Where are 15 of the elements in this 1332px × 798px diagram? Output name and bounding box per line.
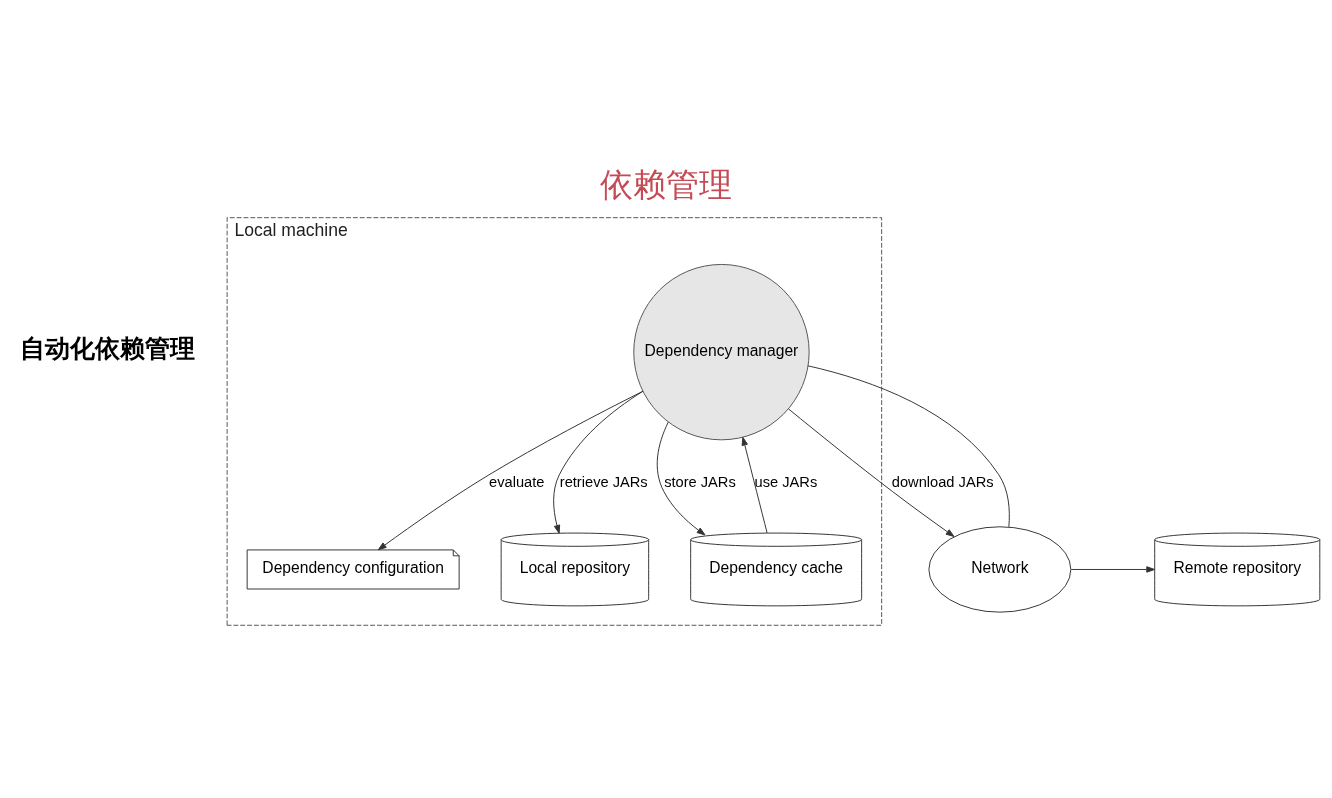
arrow <box>553 390 644 534</box>
arrow <box>377 390 644 550</box>
edge-label: download JARs <box>891 473 994 490</box>
arrow <box>741 436 768 533</box>
edge-label: retrieve JARs <box>559 473 648 490</box>
arrow <box>1070 565 1156 573</box>
diagram-title: 依赖管理 <box>600 165 732 203</box>
node-circle: Dependency manager <box>633 263 810 440</box>
label: 自动化依赖管理 <box>20 333 196 362</box>
connector <box>807 364 1010 527</box>
arrow <box>656 421 706 535</box>
edge-label: evaluate <box>489 473 545 490</box>
arrow <box>788 407 955 537</box>
edge-label: store JARs <box>664 473 736 490</box>
edge-label: use JARs <box>754 473 818 490</box>
